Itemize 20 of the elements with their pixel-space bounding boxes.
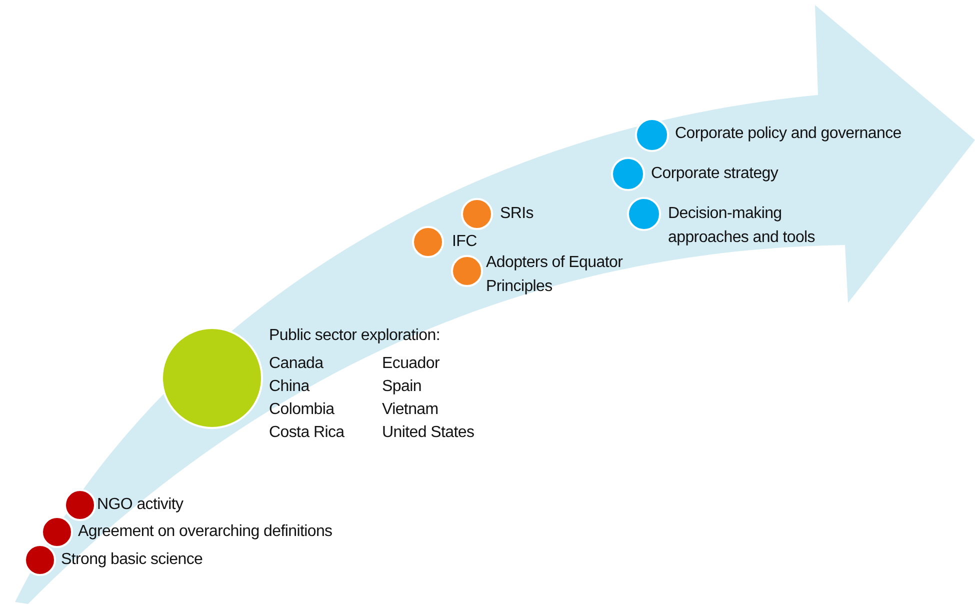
item-label: Agreement on overarching definitions (78, 522, 334, 542)
item-label: Strong basic science (61, 550, 204, 570)
country-name: Costa Rica (269, 424, 344, 442)
country-name: Canada (269, 355, 324, 373)
item-label: IFC (452, 232, 478, 252)
item-label: NGO activity (97, 495, 184, 515)
item-label: SRIs (500, 204, 534, 224)
country-name: United States (382, 424, 474, 442)
item-label: Decision-making approaches and tools (668, 204, 816, 248)
item-label: Corporate strategy (651, 164, 780, 184)
bullet-circle (41, 516, 73, 548)
item-label: Corporate policy and governance (675, 124, 902, 144)
country-name: Colombia (269, 401, 334, 419)
group-heading: Public sector exploration: (269, 327, 440, 345)
country-name: Vietnam (382, 401, 438, 419)
bullet-circle (24, 544, 56, 576)
country-name: China (269, 378, 310, 396)
country-name: Spain (382, 378, 422, 396)
country-name: Ecuador (382, 355, 440, 373)
item-label: Adopters of Equator Principles (486, 253, 624, 297)
